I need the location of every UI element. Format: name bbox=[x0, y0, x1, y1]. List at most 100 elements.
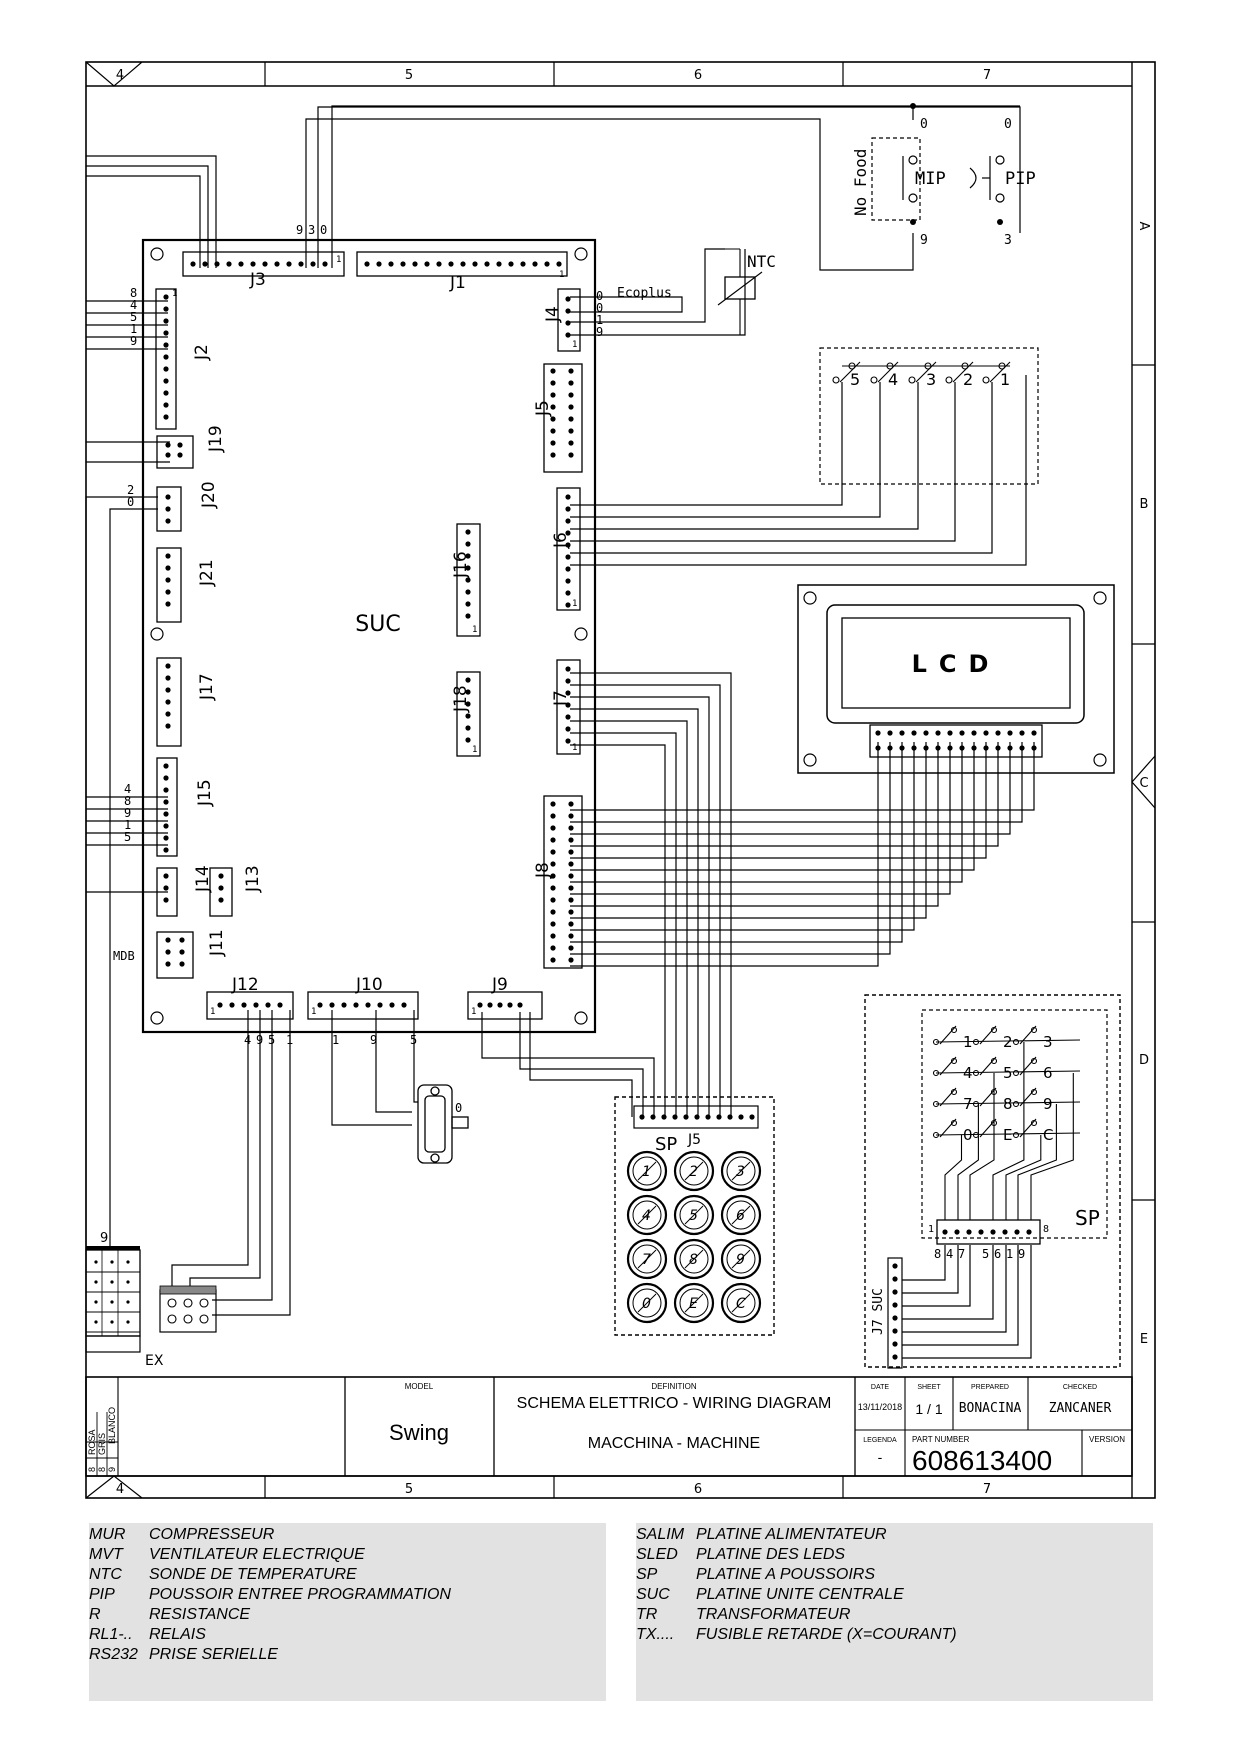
led-key-contact bbox=[908, 376, 916, 384]
sp-board: 1 2 3 4 5 6 7 8 9 0 E C SP 1 8 8 4 7 5 6… bbox=[864, 994, 1121, 1369]
led-key-switch bbox=[952, 361, 974, 383]
legend-code: R bbox=[89, 1606, 101, 1623]
connector-pin-j10 bbox=[353, 1002, 359, 1008]
pin-one: 1 bbox=[336, 255, 341, 265]
wires bbox=[85, 105, 1035, 1359]
keypad-button-label: 5 bbox=[689, 1208, 698, 1224]
led-key-label: 5 bbox=[850, 370, 860, 389]
connector-pin-keypad-j5 bbox=[661, 1114, 667, 1120]
plug-pin bbox=[167, 1314, 177, 1324]
connector-pin-j7-suc bbox=[892, 1276, 898, 1282]
connector-pin-j8-right bbox=[568, 933, 574, 939]
keypad-button-inner bbox=[726, 1288, 756, 1318]
connector-pin-j1 bbox=[448, 261, 454, 267]
connector-pin-lcd-connector-top bbox=[1031, 730, 1037, 736]
connector-pin-j5-left bbox=[550, 440, 556, 446]
keypad-switch-mark bbox=[731, 1249, 751, 1269]
keypad-connector-label: J5 bbox=[687, 1132, 701, 1148]
connector-pin-j3 bbox=[322, 261, 328, 267]
connector-pin-j10 bbox=[341, 1002, 347, 1008]
led-key-contact bbox=[870, 376, 878, 384]
connector-pin-j11-left bbox=[165, 937, 171, 943]
row-label: C bbox=[1139, 776, 1148, 791]
sp-trace bbox=[969, 1073, 995, 1220]
connector-pin-j2 bbox=[163, 402, 169, 408]
definition-line-1: SCHEMA ELETTRICO - WIRING DIAGRAM bbox=[517, 1395, 832, 1412]
connector-pin-lcd-connector-top bbox=[899, 730, 905, 736]
connector-pin-j16 bbox=[465, 529, 471, 535]
row-label: D bbox=[1139, 1053, 1149, 1068]
connector-pin-j9 bbox=[507, 1002, 513, 1008]
sp-row-bus bbox=[935, 1070, 1081, 1074]
j10-pin: 9 bbox=[370, 1033, 377, 1047]
sp-key-label: 5 bbox=[1003, 1064, 1013, 1082]
connector-pin-j12 bbox=[265, 1002, 271, 1008]
date-value: 13/11/2018 bbox=[858, 1402, 902, 1412]
connector-pin-j6 bbox=[565, 542, 571, 548]
row-label: A bbox=[1136, 222, 1151, 231]
j4-pin: 0 bbox=[596, 289, 603, 303]
wire-pin: 8 bbox=[97, 1467, 107, 1472]
connector-pin-j6 bbox=[565, 530, 571, 536]
j12-pin: 9 bbox=[256, 1033, 263, 1047]
connector-pin-j3 bbox=[274, 261, 280, 267]
connector-pin-j4 bbox=[565, 296, 571, 302]
connector-pin-j3 bbox=[298, 261, 304, 267]
connector-pin-j18 bbox=[465, 701, 471, 707]
connector-pin-j12 bbox=[229, 1002, 235, 1008]
title-block bbox=[85, 1376, 1133, 1477]
keypad-button-label: 6 bbox=[736, 1208, 745, 1224]
connector-pin-j14 bbox=[163, 873, 169, 879]
keypad-button-inner bbox=[679, 1288, 709, 1318]
plug-pin bbox=[183, 1314, 193, 1324]
keypad-switch-mark bbox=[684, 1249, 704, 1269]
keypad-switch-mark bbox=[731, 1293, 751, 1313]
connector-pin-j8-left bbox=[550, 945, 556, 951]
connector-j20-label: J20 bbox=[199, 481, 219, 509]
pin-one: 1 bbox=[559, 270, 564, 280]
connector-pin-lcd-connector-bottom bbox=[995, 745, 1001, 751]
connector-pin-j6 bbox=[565, 590, 571, 596]
keypad-button bbox=[673, 1194, 715, 1236]
connector-pin-j15 bbox=[163, 811, 169, 817]
connector-pin-j10 bbox=[389, 1002, 395, 1008]
connector-pin-j7-suc bbox=[892, 1341, 898, 1347]
keypad-button-inner bbox=[632, 1288, 662, 1318]
legend-description: PRISE SERIELLE bbox=[149, 1646, 278, 1663]
legend-description: TRANSFORMATEUR bbox=[696, 1606, 851, 1623]
connector-pin-j1 bbox=[544, 261, 550, 267]
legend-description: SONDE DE TEMPERATURE bbox=[149, 1566, 357, 1583]
connector-pin-lcd-connector-top bbox=[1007, 730, 1013, 736]
plug-pin bbox=[183, 1298, 193, 1308]
connector-pin-j15 bbox=[163, 775, 169, 781]
title-block-text: MODEL Swing DEFINITION SCHEMA ELETTRICO … bbox=[87, 1382, 1125, 1476]
connector-pin-j4 bbox=[565, 308, 571, 314]
row-label: E bbox=[1140, 1332, 1148, 1347]
connector-pin-j18 bbox=[465, 677, 471, 683]
legend-code: RL1-.. bbox=[89, 1626, 133, 1643]
connector-pin-j19-left bbox=[165, 452, 171, 458]
connector-pin-j6 bbox=[565, 554, 571, 560]
connector-pin-j1 bbox=[376, 261, 382, 267]
ex-pin-dot bbox=[94, 1260, 98, 1264]
connector-j19-label: J19 bbox=[206, 425, 226, 453]
model-caption: MODEL bbox=[405, 1382, 434, 1391]
legend-code: TR bbox=[636, 1606, 658, 1623]
sp-trace bbox=[957, 1104, 979, 1220]
connector-pin-j5-left bbox=[550, 404, 556, 410]
keypad-switch-mark bbox=[637, 1161, 657, 1181]
connector-pin-j11-left bbox=[165, 949, 171, 955]
connector-pin-j11-left bbox=[165, 961, 171, 967]
version-caption: VERSION bbox=[1089, 1435, 1125, 1444]
keypad-switch-mark bbox=[637, 1293, 657, 1313]
j15-pin: 1 bbox=[124, 818, 131, 832]
connector-pin-j6 bbox=[565, 566, 571, 572]
connector-pin-lcd-connector-top bbox=[971, 730, 977, 736]
j4-pin: 9 bbox=[596, 325, 603, 339]
wire-pin: 9 bbox=[107, 1467, 117, 1472]
